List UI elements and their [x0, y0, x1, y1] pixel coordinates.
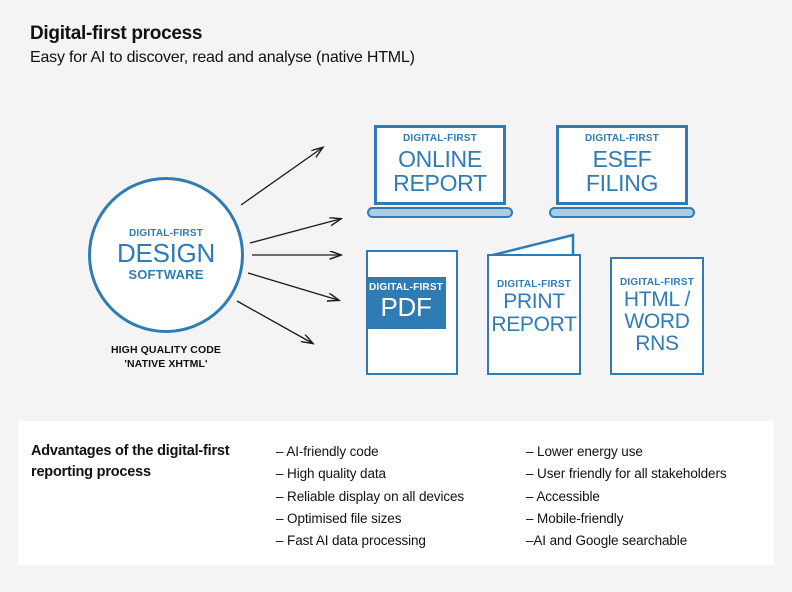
list-item: – Optimised file sizes: [276, 510, 402, 526]
advantages-column-1: – AI-friendly code – High quality data –…: [276, 441, 526, 552]
output-html-word-rns: DIGITAL-FIRST HTML / WORD RNS: [610, 257, 704, 375]
output-label-line-2: WORD: [624, 309, 690, 333]
laptop-base: [549, 207, 695, 218]
page-subtitle: Easy for AI to discover, read and analys…: [30, 48, 415, 66]
advantages-heading: Advantages of the digital-first reportin…: [31, 443, 230, 481]
page-title: Digital-first process: [30, 23, 203, 44]
output-eyebrow: DIGITAL-FIRST: [496, 279, 572, 291]
list-item: – Accessible: [526, 488, 600, 504]
output-esef-filing: DIGITAL-FIRST ESEF FILING: [549, 125, 695, 218]
output-online-report: DIGITAL-FIRST ONLINE REPORT: [367, 125, 513, 218]
output-label-line-1: PRINT: [503, 290, 565, 314]
list-item: – Reliable display on all devices: [276, 488, 465, 504]
source-caption: HIGH QUALITY CODE 'NATIVE XHTML': [78, 343, 254, 371]
output-print-report: DIGITAL-FIRST PRINT REPORT: [487, 232, 581, 375]
output-label-line-1: ESEF: [592, 145, 652, 172]
source-sub-label: SOFTWARE: [128, 266, 204, 282]
output-eyebrow: DIGITAL-FIRST: [619, 276, 695, 288]
source-caption-line-1: HIGH QUALITY CODE: [110, 344, 221, 356]
process-diagram: DIGITAL-FIRST DESIGN SOFTWARE HIGH QUALI…: [0, 95, 792, 405]
design-software-node: DIGITAL-FIRST DESIGN SOFTWARE: [88, 177, 244, 333]
output-label-line-2: REPORT: [393, 170, 487, 196]
booklet-body: DIGITAL-FIRST PRINT REPORT: [487, 254, 581, 375]
list-item: – AI-friendly code: [276, 444, 379, 459]
output-label-line-1: HTML /: [623, 287, 691, 311]
list-item: – User friendly for all stakeholders: [526, 466, 727, 482]
list-item: –AI and Google searchable: [526, 533, 688, 549]
booklet-fold: [488, 233, 575, 258]
laptop-base: [367, 207, 513, 218]
laptop-screen: DIGITAL-FIRST ONLINE REPORT: [374, 125, 506, 205]
output-eyebrow: DIGITAL-FIRST: [368, 282, 444, 293]
laptop-screen: DIGITAL-FIRST ESEF FILING: [556, 125, 688, 205]
output-label-line-1: PDF: [380, 292, 432, 322]
arrow-1: [240, 148, 322, 206]
list-item: – High quality data: [276, 466, 386, 482]
output-label-line-1: ONLINE: [398, 145, 482, 172]
source-main-label: DESIGN: [117, 237, 215, 268]
header: Digital-first process Easy for AI to dis…: [30, 22, 730, 69]
source-eyebrow: DIGITAL-FIRST: [128, 227, 204, 239]
output-eyebrow: DIGITAL-FIRST: [584, 132, 660, 144]
advantages-panel: Advantages of the digital-first reportin…: [18, 421, 774, 565]
source-caption-line-2: 'NATIVE XHTML': [124, 358, 208, 371]
arrow-5: [236, 300, 312, 343]
list-item: – Fast AI data processing: [276, 533, 426, 549]
output-label-line-2: FILING: [585, 170, 659, 196]
list-item: – Mobile-friendly: [526, 510, 624, 526]
output-label-line-2: REPORT: [491, 312, 577, 336]
output-eyebrow: DIGITAL-FIRST: [402, 132, 478, 144]
arrow-2: [249, 219, 340, 244]
output-label-line-3: RNS: [635, 332, 679, 356]
output-pdf: DIGITAL-FIRST PDF: [366, 250, 458, 375]
list-item: – Lower energy use: [526, 444, 643, 459]
arrow-4: [247, 272, 338, 300]
advantages-column-2: – Lower energy use – User friendly for a…: [526, 441, 776, 552]
pdf-label-band: DIGITAL-FIRST PDF: [366, 277, 446, 330]
